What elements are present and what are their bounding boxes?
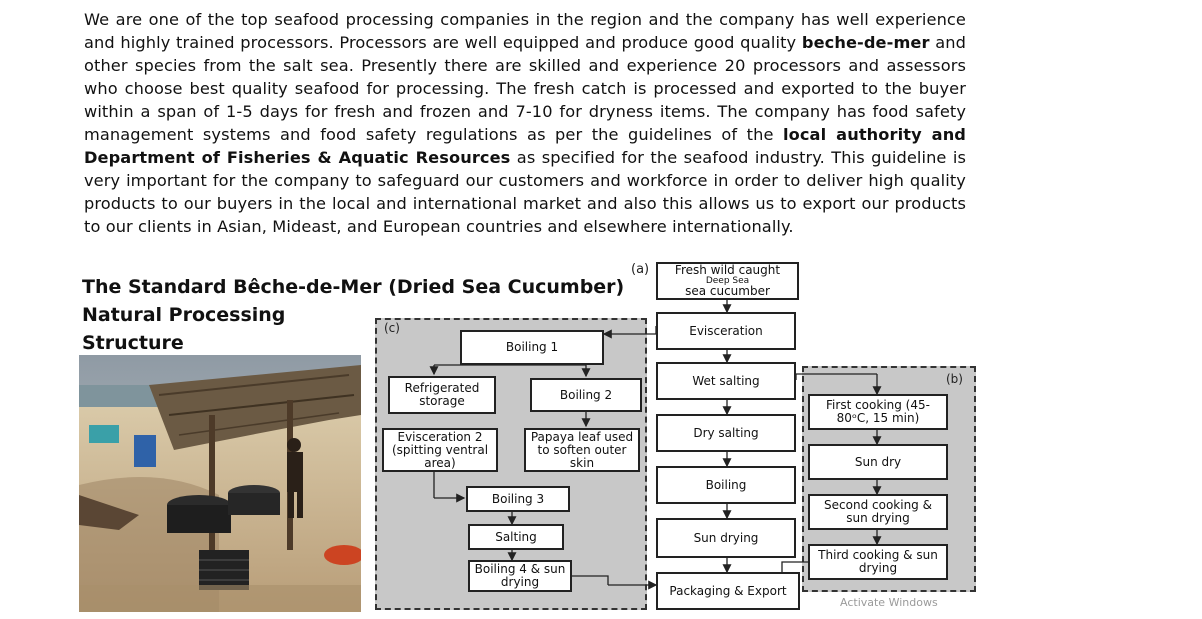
section-heading-line3: Structure — [82, 332, 184, 354]
section-heading-line1: The Standard Bêche-de-Mer (Dried Sea Cuc… — [82, 276, 625, 298]
section-heading-line2: Natural Processing — [82, 304, 286, 326]
step-boiling-3: Boiling 3 — [466, 486, 570, 512]
step-salting: Salting — [468, 524, 564, 550]
step-sun-dry: Sun dry — [808, 444, 948, 480]
step-fresh-catch-line1: Fresh wild caught — [674, 263, 781, 277]
step-evisceration: Evisceration — [656, 312, 796, 350]
step-boiling: Boiling — [656, 466, 796, 504]
step-fresh-catch-line2: Deep Sea — [705, 276, 750, 286]
step-boiling-1: Boiling 1 — [460, 330, 604, 365]
step-dry-salting: Dry salting — [656, 414, 796, 452]
panel-b-label: (b) — [946, 372, 963, 386]
paragraph-text: and other species from the salt sea. Pre… — [84, 33, 967, 144]
step-fresh-catch: Fresh wild caught Deep Sea sea cucumber — [656, 262, 799, 300]
step-packaging-export: Packaging & Export — [656, 572, 800, 610]
step-boiling-2: Boiling 2 — [530, 378, 642, 412]
step-third-cooking: Third cooking & sun drying — [808, 544, 948, 580]
step-sun-drying: Sun drying — [656, 518, 796, 558]
step-second-cooking: Second cooking & sun drying — [808, 494, 948, 530]
processing-site-photo — [79, 355, 361, 612]
step-fresh-catch-line3: sea cucumber — [685, 284, 770, 298]
intro-paragraph: We are one of the top seafood processing… — [84, 8, 966, 238]
panel-c-label: (c) — [384, 321, 400, 335]
panel-a-label: (a) — [631, 262, 650, 277]
paragraph-bold-text: beche-de-mer — [801, 33, 930, 52]
step-papaya-leaf: Papaya leaf used to soften outer skin — [524, 428, 640, 472]
step-first-cooking: First cooking (45-80ᵒC, 15 min) — [808, 394, 948, 430]
watermark-text: Activate Windows — [840, 596, 938, 609]
step-wet-salting: Wet salting — [656, 362, 796, 400]
paragraph-text: as specified for the seafood industry. T… — [84, 148, 966, 236]
paragraph-text: We are one of the top seafood processing… — [84, 10, 966, 52]
step-refrigerated-storage: Refrigerated storage — [388, 376, 496, 414]
processing-flowchart: (c) (b) (a) — [372, 262, 978, 614]
step-boiling-4: Boiling 4 & sun drying — [468, 560, 572, 592]
step-evisceration-2: Evisceration 2 (spitting ventral area) — [382, 428, 498, 472]
paragraph-bold-text: local authority and Department of Fisher… — [84, 125, 966, 167]
